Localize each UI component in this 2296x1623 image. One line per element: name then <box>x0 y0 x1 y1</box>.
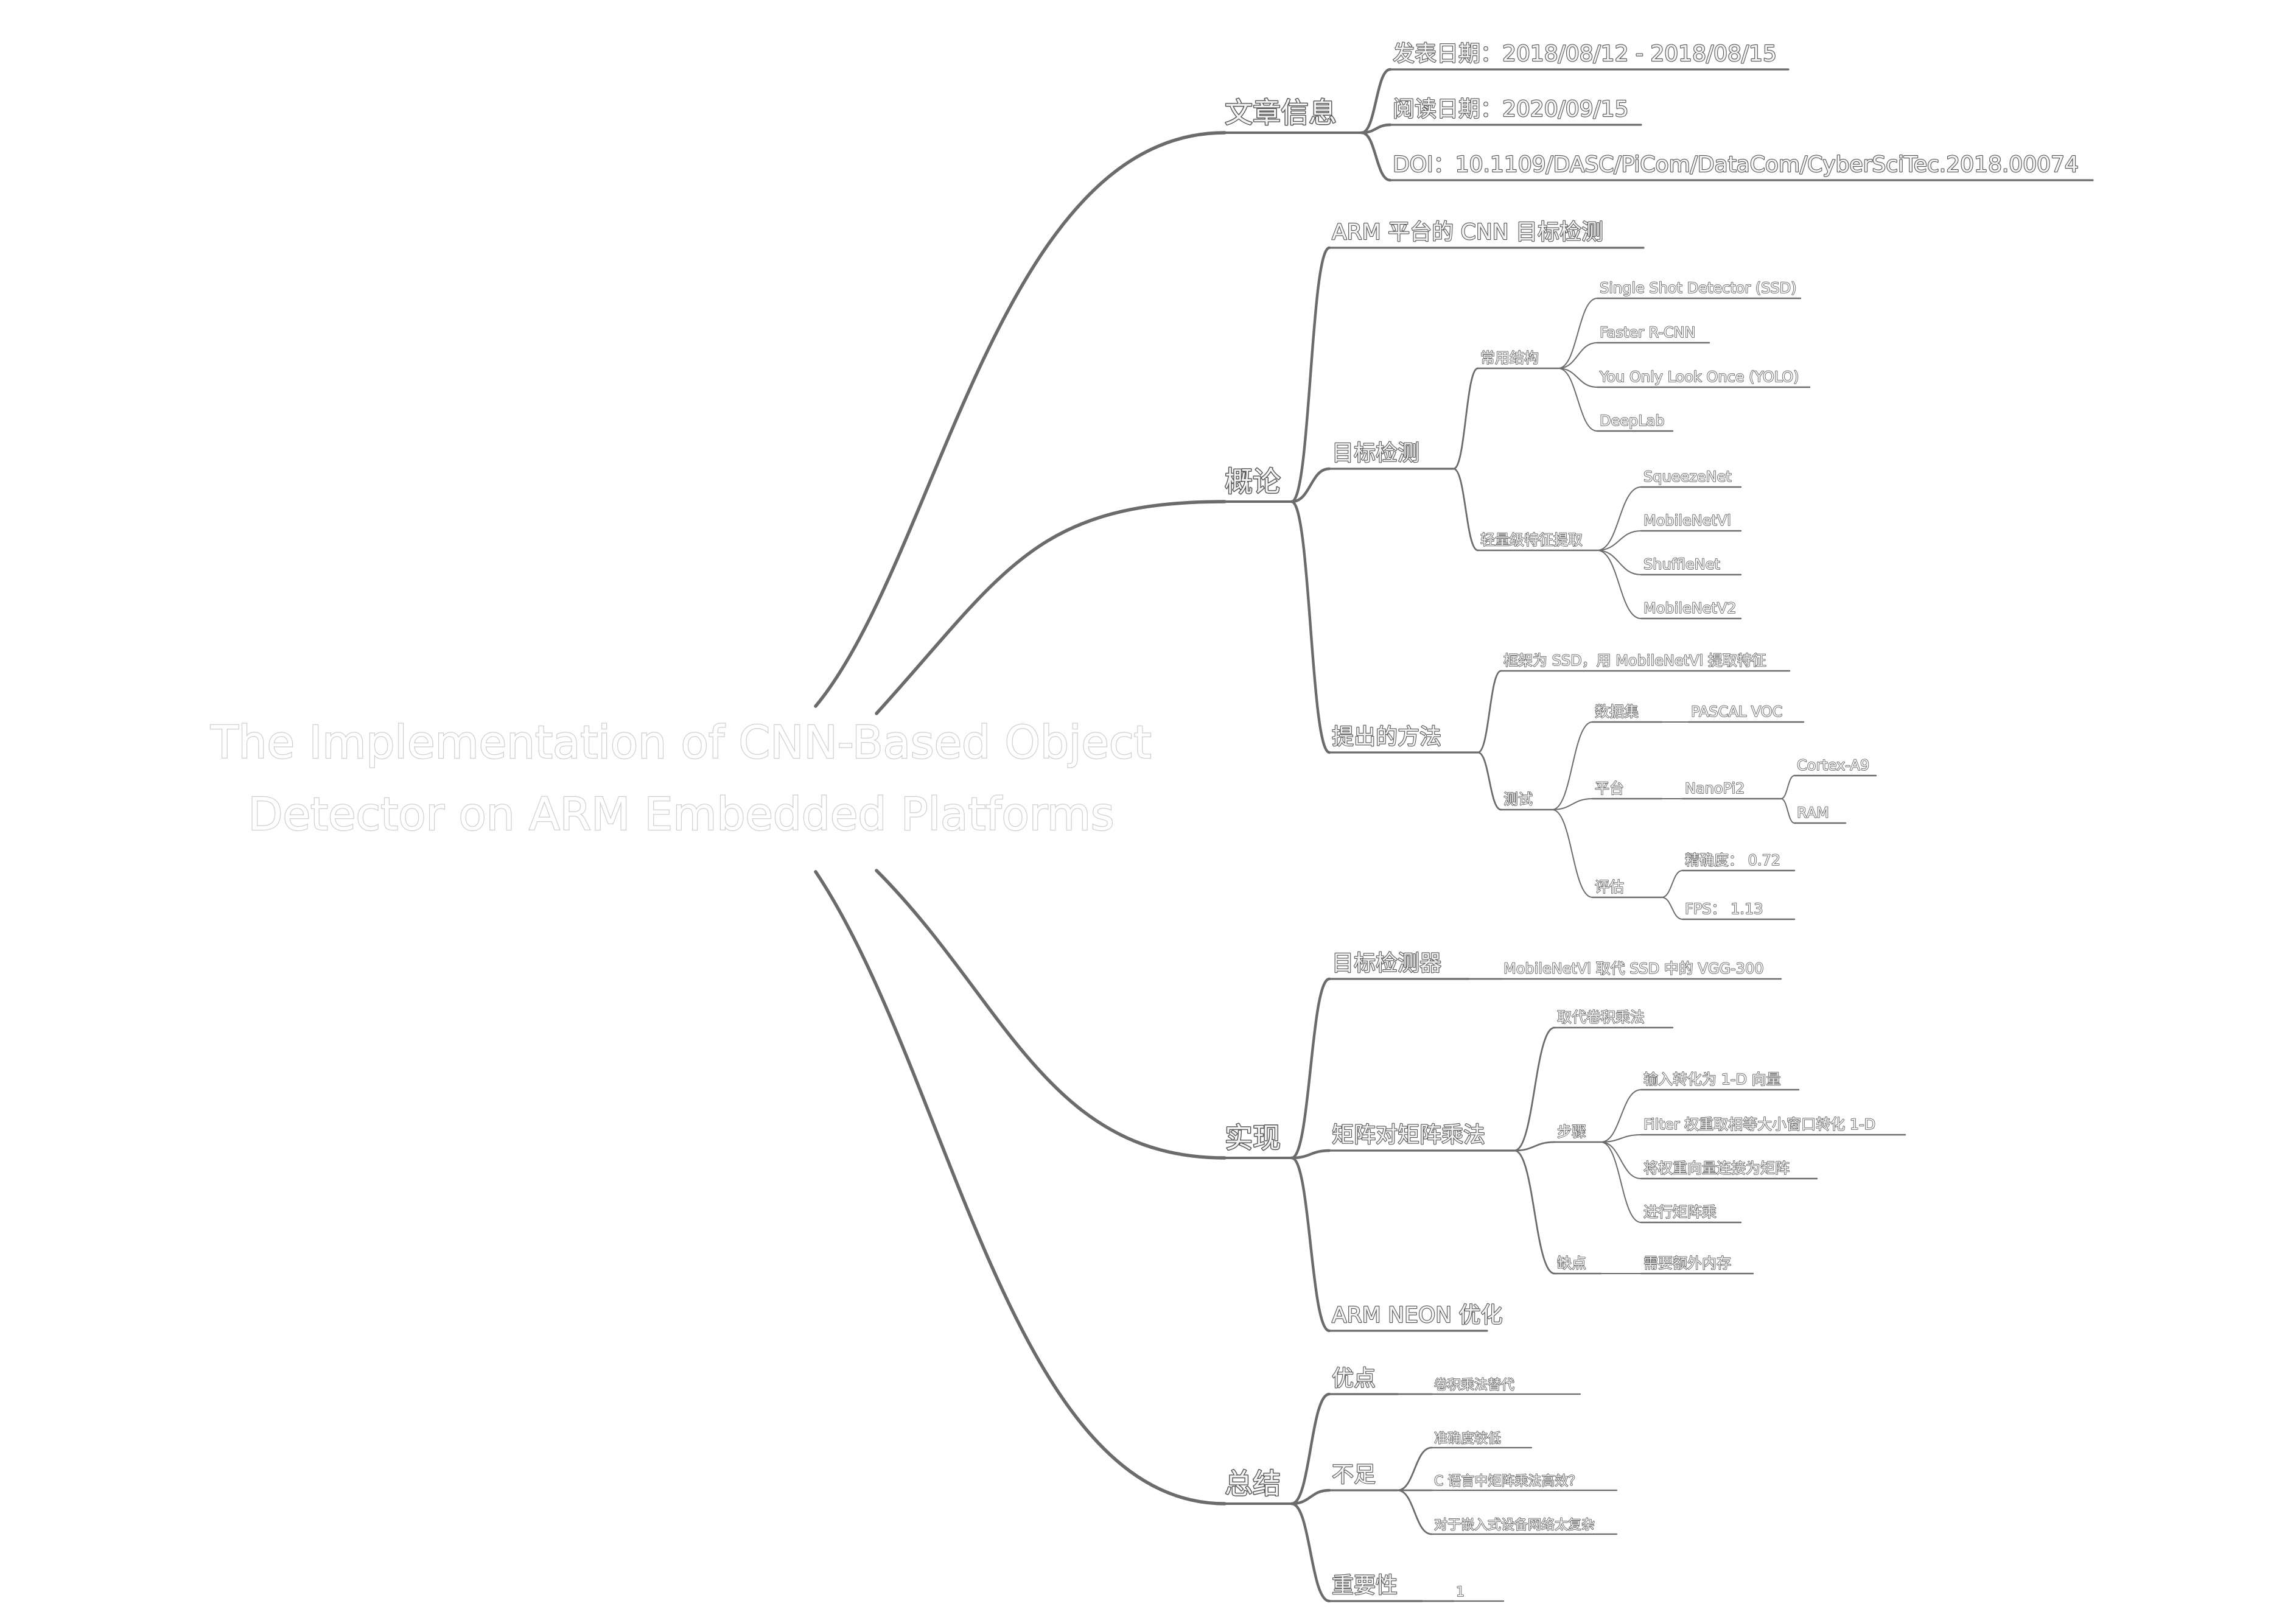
connector-line <box>1597 530 1642 551</box>
node-label-branches-2-children-1[interactable]: 矩阵对矩阵乘法 <box>1331 1122 1486 1148</box>
connector-line <box>1552 809 1593 898</box>
node-label-branches-3-children-0[interactable]: 优点 <box>1331 1365 1376 1392</box>
connector-line <box>1552 721 1593 810</box>
connector-line <box>1452 367 1479 470</box>
node-label-branches-3[interactable]: 总结 <box>1224 1467 1282 1501</box>
connector-line <box>1290 1502 1331 1603</box>
root-connector-branches-2 <box>875 869 1227 1160</box>
node-label-branches-1-children-2-children-1-children-1[interactable]: 平台 <box>1594 779 1625 797</box>
node-label-branches-0-children-2[interactable]: DOI：10.1109/DASC/PiCom/DataCom/CyberSciT… <box>1392 152 2079 178</box>
connector-line <box>1290 1156 1331 1333</box>
node-label-branches-2-children-1-children-2[interactable]: 缺点 <box>1556 1254 1587 1272</box>
node-label-branches-1-children-2-children-0[interactable]: 框架为 SSD，用 MobileNetVl 提取特征 <box>1503 651 1766 670</box>
connector-line <box>1290 1392 1331 1506</box>
node-label-branches-3-children-1-children-1[interactable]: C 语言中矩阵乘法高效？ <box>1433 1473 1582 1490</box>
node-label-branches-2-children-0-children-0[interactable]: MobileNetVl 取代 SSD 中的 VGG-300 <box>1503 959 1764 978</box>
connector-line <box>1552 798 1593 810</box>
connector-line <box>1360 68 1392 135</box>
connector-line <box>1597 550 1642 575</box>
connector-line <box>1396 1446 1433 1492</box>
node-label-branches-3-children-2-children-0[interactable]: 1 <box>1455 1584 1465 1600</box>
node-label-branches-1-children-2-children-1-children-1-children-0-children-1[interactable]: RAM <box>1796 804 1829 822</box>
node-label-branches-0[interactable]: 文章信息 <box>1224 96 1338 130</box>
node-label-branches-1-children-2-children-1-children-0[interactable]: 数据集 <box>1594 703 1639 721</box>
connector-line <box>1290 467 1331 503</box>
node-label-branches-2[interactable]: 实现 <box>1224 1121 1282 1155</box>
node-label-branches-1-children-1-children-1-children-1[interactable]: MobileNetVl <box>1643 511 1732 530</box>
node-label-branches-2-children-1-children-2-children-0[interactable]: 需要额外内存 <box>1643 1254 1732 1272</box>
connector-line <box>1290 1149 1331 1160</box>
connector-line <box>1290 246 1331 503</box>
node-label-branches-1-children-1-children-0[interactable]: 常用结构 <box>1480 349 1539 367</box>
connector-line <box>1600 1141 1642 1223</box>
node-label-branches-3-children-1-children-0[interactable]: 准确度较低 <box>1433 1431 1502 1447</box>
node-label-branches-1-children-1-children-1[interactable]: 轻量级特征提取 <box>1480 531 1583 549</box>
root-connector-branches-1 <box>875 500 1227 715</box>
node-label-branches-2-children-1-children-1[interactable]: 步骤 <box>1556 1123 1587 1141</box>
node-label-branches-1-children-1-children-0-children-0[interactable]: Single Shot Detector (SSD) <box>1599 279 1797 297</box>
node-label-branches-0-children-1[interactable]: 阅读日期：2020/09/15 <box>1392 96 1629 122</box>
node-label-branches-1-children-1[interactable]: 目标检测 <box>1331 440 1420 466</box>
node-label-branches-1-children-1-children-1-children-0[interactable]: SqueezeNet <box>1643 468 1732 486</box>
node-label-branches-1-children-2-children-1[interactable]: 测试 <box>1503 790 1533 808</box>
root-connector-branches-0 <box>814 131 1227 708</box>
node-label-branches-2-children-1-children-1-children-1[interactable]: Filter 权重取相等大小窗口转化 1-D <box>1643 1115 1876 1134</box>
root-title-line-2: Detector on ARM Embedded Platforms <box>248 788 1114 841</box>
node-label-branches-1-children-1-children-0-children-1[interactable]: Faster R-CNN <box>1599 323 1696 342</box>
node-label-branches-1-children-2-children-1-children-2[interactable]: 评估 <box>1594 878 1625 896</box>
connector-line <box>1452 468 1479 552</box>
node-label-branches-3-children-2[interactable]: 重要性 <box>1331 1572 1398 1599</box>
connector-line <box>1477 751 1502 811</box>
connector-line <box>1597 550 1642 619</box>
node-label-branches-1-children-2-children-1-children-1-children-0[interactable]: NanoPi2 <box>1684 779 1745 797</box>
connector-line <box>1600 1134 1642 1143</box>
node-label-branches-2-children-1-children-1-children-2[interactable]: 将权重向量连接为矩阵 <box>1643 1159 1790 1177</box>
connector-line <box>1290 977 1331 1160</box>
connector-line <box>1600 1089 1642 1143</box>
node-label-branches-2-children-0[interactable]: 目标检测器 <box>1331 950 1442 976</box>
node-label-branches-1-children-1-children-0-children-2[interactable]: You Only Look Once (YOLO) <box>1598 368 1799 386</box>
connector-line <box>1661 897 1683 920</box>
connector-line <box>1360 131 1392 182</box>
node-label-branches-2-children-1-children-1-children-0[interactable]: 输入转化为 1-D 向量 <box>1643 1070 1781 1088</box>
connector-line <box>1780 775 1795 799</box>
node-label-branches-1-children-1-children-1-children-2[interactable]: ShuffleNet <box>1643 555 1720 573</box>
root-title-line-1: The Implementation of CNN-Based Object <box>210 717 1151 769</box>
connector-line <box>1780 798 1795 824</box>
connector-line <box>1661 870 1683 898</box>
node-label-branches-1[interactable]: 概论 <box>1224 464 1282 499</box>
root-connector-branches-3 <box>814 870 1227 1506</box>
node-label-branches-1-children-2-children-1-children-2-children-0[interactable]: 精确度： 0.72 <box>1684 851 1781 869</box>
node-label-branches-1-children-2[interactable]: 提出的方法 <box>1331 724 1442 750</box>
connector-line <box>1290 1488 1331 1506</box>
node-label-branches-1-children-1-children-1-children-3[interactable]: MobileNetV2 <box>1643 599 1737 617</box>
node-label-branches-1-children-2-children-1-children-2-children-1[interactable]: FPS： 1.13 <box>1684 900 1763 918</box>
node-label-branches-1-children-1-children-0-children-3[interactable]: DeepLab <box>1599 412 1665 430</box>
connector-line <box>1558 368 1598 388</box>
connector-line <box>1558 298 1598 369</box>
connector-line <box>1558 368 1598 432</box>
node-label-branches-1-children-2-children-1-children-0-children-0[interactable]: PASCAL VOC <box>1690 703 1783 721</box>
node-label-branches-3-children-0-children-0[interactable]: 卷积乘法替代 <box>1433 1377 1515 1393</box>
node-label-branches-2-children-1-children-0[interactable]: 取代卷积乘法 <box>1556 1008 1645 1026</box>
connector-line <box>1513 1026 1556 1152</box>
connector-line <box>1513 1141 1556 1152</box>
connector-line <box>1396 1489 1433 1535</box>
connector-line <box>1513 1149 1556 1275</box>
connector-line <box>1600 1141 1642 1179</box>
connector-line <box>1477 670 1502 754</box>
node-label-branches-2-children-1-children-1-children-3[interactable]: 进行矩阵乘 <box>1643 1203 1717 1221</box>
node-label-branches-3-children-1-children-2[interactable]: 对于嵌入式设备网络太复杂 <box>1433 1517 1595 1534</box>
node-label-branches-2-children-2[interactable]: ARM NEON 优化 <box>1331 1302 1503 1328</box>
node-label-branches-0-children-0[interactable]: 发表日期：2018/08/12 - 2018/08/15 <box>1392 41 1777 67</box>
connector-line <box>1597 486 1642 551</box>
connector-line <box>1290 500 1331 754</box>
node-label-branches-3-children-1[interactable]: 不足 <box>1331 1462 1376 1488</box>
node-label-branches-1-children-0[interactable]: ARM 平台的 CNN 目标检测 <box>1331 219 1604 245</box>
connector-line <box>1558 342 1598 369</box>
node-label-branches-1-children-2-children-1-children-1-children-0-children-0[interactable]: Cortex-A9 <box>1796 756 1870 774</box>
